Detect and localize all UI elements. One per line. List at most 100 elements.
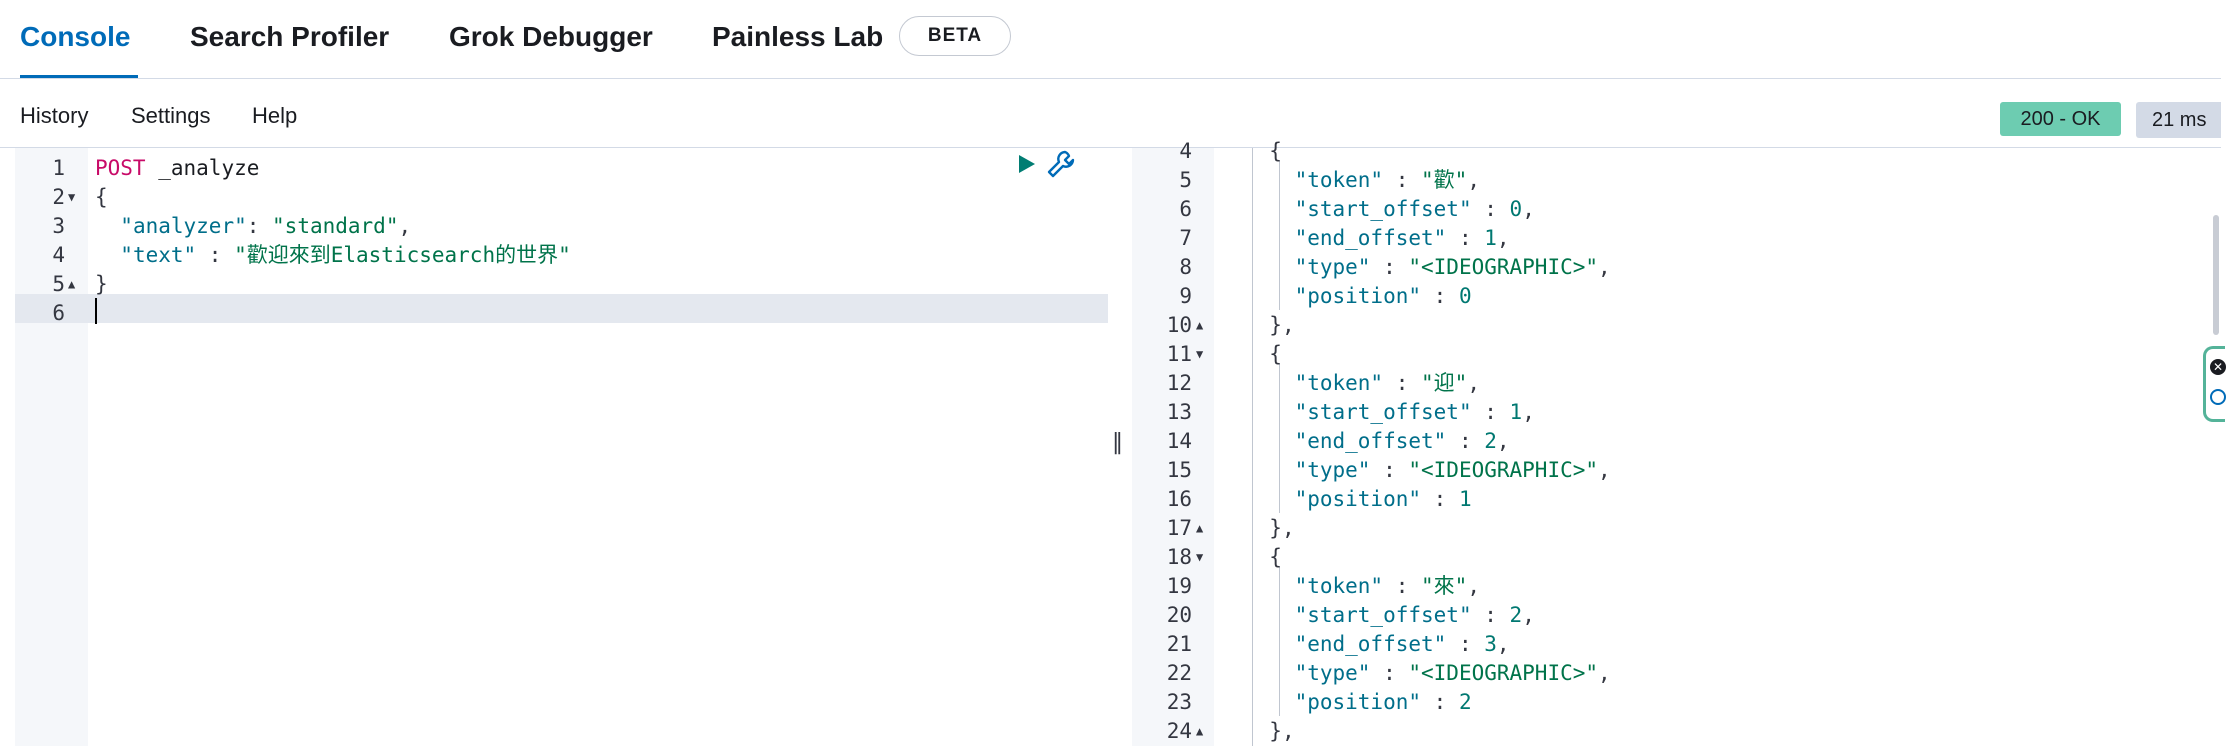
request-editor[interactable]: 1 2 3 4 5 6 ▼ ▲ POST _analyze { "analyze… bbox=[15, 148, 1108, 746]
code-line: { bbox=[1269, 342, 1282, 366]
indent-guide bbox=[1279, 566, 1280, 716]
line-number: 4 bbox=[1179, 139, 1192, 163]
fold-open-icon[interactable]: ▼ bbox=[1196, 550, 1204, 564]
vertical-scrollbar[interactable] bbox=[2213, 215, 2219, 335]
tab-painless-lab-label: Painless Lab bbox=[712, 21, 884, 52]
json-number: 0 bbox=[1458, 284, 1472, 308]
response-viewer: 4 {5 "token" : "歡",6 "start_offset" : 0,… bbox=[1132, 139, 2213, 746]
line-number: 13 bbox=[1166, 400, 1192, 424]
tab-search-profiler-label: Search Profiler bbox=[190, 21, 390, 52]
json-key: "token" bbox=[1294, 371, 1384, 395]
code-line: POST _analyze bbox=[95, 154, 259, 183]
line-number: 18 bbox=[1166, 545, 1192, 569]
line-number: 16 bbox=[1166, 487, 1192, 511]
menu-settings[interactable]: Settings bbox=[131, 103, 211, 128]
line-number: 7 bbox=[1179, 226, 1192, 250]
indent-guide bbox=[1279, 363, 1280, 513]
code-line: "start_offset" : 0, bbox=[1294, 197, 1535, 221]
code-line: "end_offset" : 3, bbox=[1294, 632, 1510, 656]
active-line-highlight bbox=[15, 294, 1108, 323]
code-line: { bbox=[1269, 545, 1282, 569]
response-gutter bbox=[1132, 148, 1214, 746]
line-number: 10 bbox=[1166, 313, 1192, 337]
fold-open-icon[interactable]: ▼ bbox=[68, 190, 76, 204]
line-number: 4 bbox=[52, 243, 65, 267]
code-line: "start_offset" : 2, bbox=[1294, 603, 1535, 627]
line-number: 1 bbox=[52, 156, 65, 180]
code-line: "token" : "歡", bbox=[1294, 168, 1480, 192]
tab-grok-debugger[interactable]: Grok Debugger bbox=[449, 0, 653, 76]
line-number: 21 bbox=[1166, 632, 1192, 656]
json-key: "start_offset" bbox=[1294, 197, 1472, 221]
play-icon[interactable] bbox=[1014, 152, 1038, 176]
request-path: _analyze bbox=[158, 156, 260, 180]
close-icon[interactable]: ✕ bbox=[2210, 359, 2226, 375]
json-key: "start_offset" bbox=[1294, 603, 1472, 627]
json-key: "end_offset" bbox=[1294, 226, 1447, 250]
json-string: "迎" bbox=[1421, 371, 1468, 395]
fold-open-icon[interactable]: ▼ bbox=[1196, 347, 1204, 361]
fold-close-icon[interactable]: ▲ bbox=[1196, 318, 1204, 332]
code-line: "type" : "<IDEOGRAPHIC>", bbox=[1294, 458, 1611, 482]
indent-guide bbox=[1252, 148, 1253, 746]
info-icon[interactable] bbox=[2210, 389, 2226, 405]
line-number: 19 bbox=[1166, 574, 1192, 598]
fold-close-icon[interactable]: ▲ bbox=[1196, 521, 1204, 535]
code-line: "end_offset" : 1, bbox=[1294, 226, 1510, 250]
tab-console-label: Console bbox=[20, 21, 131, 52]
json-key: "start_offset" bbox=[1294, 400, 1472, 424]
code-line: }, bbox=[1269, 313, 1295, 337]
tab-search-profiler[interactable]: Search Profiler bbox=[190, 0, 389, 76]
indent-guide bbox=[1279, 160, 1280, 310]
tab-grok-debugger-label: Grok Debugger bbox=[449, 21, 653, 52]
code-line: } bbox=[95, 270, 108, 299]
side-helper-widget[interactable]: ✕ bbox=[2203, 346, 2226, 422]
fold-close-icon[interactable]: ▲ bbox=[1196, 724, 1204, 738]
resize-handle-icon[interactable]: ‖ bbox=[1112, 430, 1123, 455]
top-tab-bar: Console Search Profiler Grok Debugger Pa… bbox=[0, 0, 2221, 79]
json-key: "token" bbox=[1294, 168, 1384, 192]
tab-painless-lab[interactable]: Painless Lab bbox=[712, 0, 883, 76]
menu-history[interactable]: History bbox=[20, 103, 89, 128]
line-number: 6 bbox=[52, 301, 65, 325]
json-string: "<IDEOGRAPHIC>" bbox=[1408, 661, 1599, 685]
json-key: "end_offset" bbox=[1294, 632, 1447, 656]
json-number: 1 bbox=[1458, 487, 1472, 511]
code-line: "type" : "<IDEOGRAPHIC>", bbox=[1294, 661, 1611, 685]
line-number: 9 bbox=[1179, 284, 1192, 308]
json-number: 0 bbox=[1509, 197, 1523, 221]
json-number: 1 bbox=[1509, 400, 1523, 424]
line-number: 5 bbox=[52, 272, 65, 296]
json-key: "position" bbox=[1294, 487, 1422, 511]
fold-close-icon[interactable]: ▲ bbox=[68, 277, 76, 291]
line-number: 24 bbox=[1166, 719, 1192, 743]
code-line: "token" : "迎", bbox=[1294, 371, 1480, 395]
beta-badge: BETA bbox=[899, 16, 1011, 56]
wrench-icon[interactable] bbox=[1045, 148, 1077, 180]
code-line: "start_offset" : 1, bbox=[1294, 400, 1535, 424]
line-number: 20 bbox=[1166, 603, 1192, 627]
console-menu-bar: History Settings Help bbox=[0, 79, 2221, 148]
line-number: 22 bbox=[1166, 661, 1192, 685]
json-string: "來" bbox=[1421, 574, 1468, 598]
json-key: "analyzer" bbox=[120, 214, 247, 238]
code-line: "type" : "<IDEOGRAPHIC>", bbox=[1294, 255, 1611, 279]
json-key: "text" bbox=[120, 243, 197, 267]
code-line: "position" : 2 bbox=[1294, 690, 1472, 714]
request-gutter bbox=[15, 148, 88, 746]
line-number: 17 bbox=[1166, 516, 1192, 540]
json-number: 2 bbox=[1509, 603, 1523, 627]
menu-help[interactable]: Help bbox=[252, 103, 298, 128]
line-number: 15 bbox=[1166, 458, 1192, 482]
json-string: "<IDEOGRAPHIC>" bbox=[1408, 458, 1599, 482]
json-key: "position" bbox=[1294, 284, 1422, 308]
http-method: POST bbox=[95, 156, 146, 180]
json-key: "type" bbox=[1294, 458, 1371, 482]
json-key: "type" bbox=[1294, 255, 1371, 279]
tab-console[interactable]: Console bbox=[20, 0, 138, 78]
json-number: 2 bbox=[1458, 690, 1472, 714]
line-number: 12 bbox=[1166, 371, 1192, 395]
code-line: { bbox=[95, 183, 108, 212]
code-line: "end_offset" : 2, bbox=[1294, 429, 1510, 453]
code-line: "analyzer": "standard", bbox=[120, 214, 412, 238]
